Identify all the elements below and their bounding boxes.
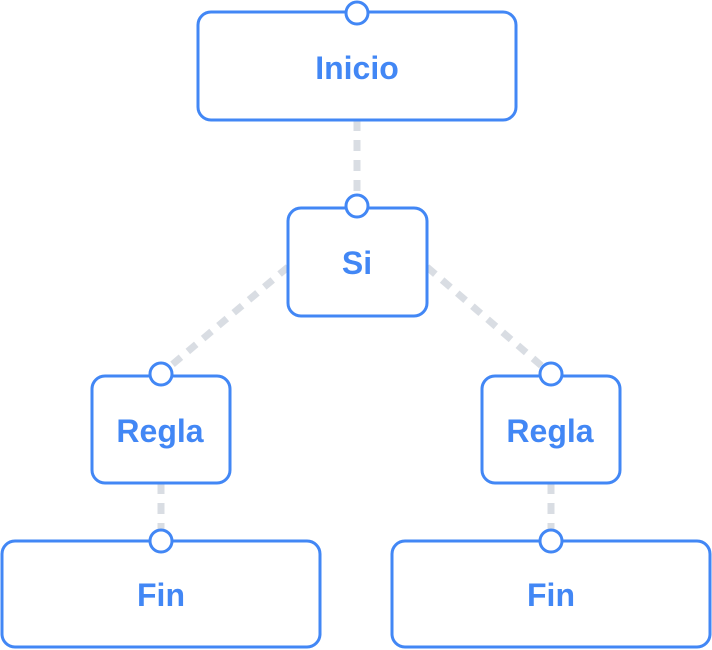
node-rule-right-port[interactable] — [538, 361, 564, 387]
node-end-left[interactable]: Fin — [0, 528, 322, 649]
node-if-label: Si — [342, 245, 372, 281]
node-rule-right[interactable]: Regla — [480, 361, 622, 485]
node-end-left-port[interactable] — [148, 528, 174, 554]
connector-if-to-rule-right — [424, 264, 554, 377]
node-end-right[interactable]: Fin — [390, 528, 712, 649]
node-rule-right-label: Regla — [506, 413, 593, 449]
node-start-port[interactable] — [344, 0, 370, 26]
node-end-left-label: Fin — [137, 577, 185, 613]
node-rule-left-label: Regla — [116, 413, 203, 449]
node-rule-left-port[interactable] — [148, 361, 174, 387]
node-start[interactable]: Inicio — [196, 0, 518, 122]
node-end-right-port[interactable] — [538, 528, 564, 554]
node-start-label: Inicio — [315, 50, 399, 86]
connector-if-to-rule-left — [158, 264, 291, 377]
node-end-right-label: Fin — [527, 577, 575, 613]
node-if[interactable]: Si — [286, 193, 429, 318]
node-if-port[interactable] — [344, 193, 370, 219]
node-rule-left[interactable]: Regla — [90, 361, 232, 485]
